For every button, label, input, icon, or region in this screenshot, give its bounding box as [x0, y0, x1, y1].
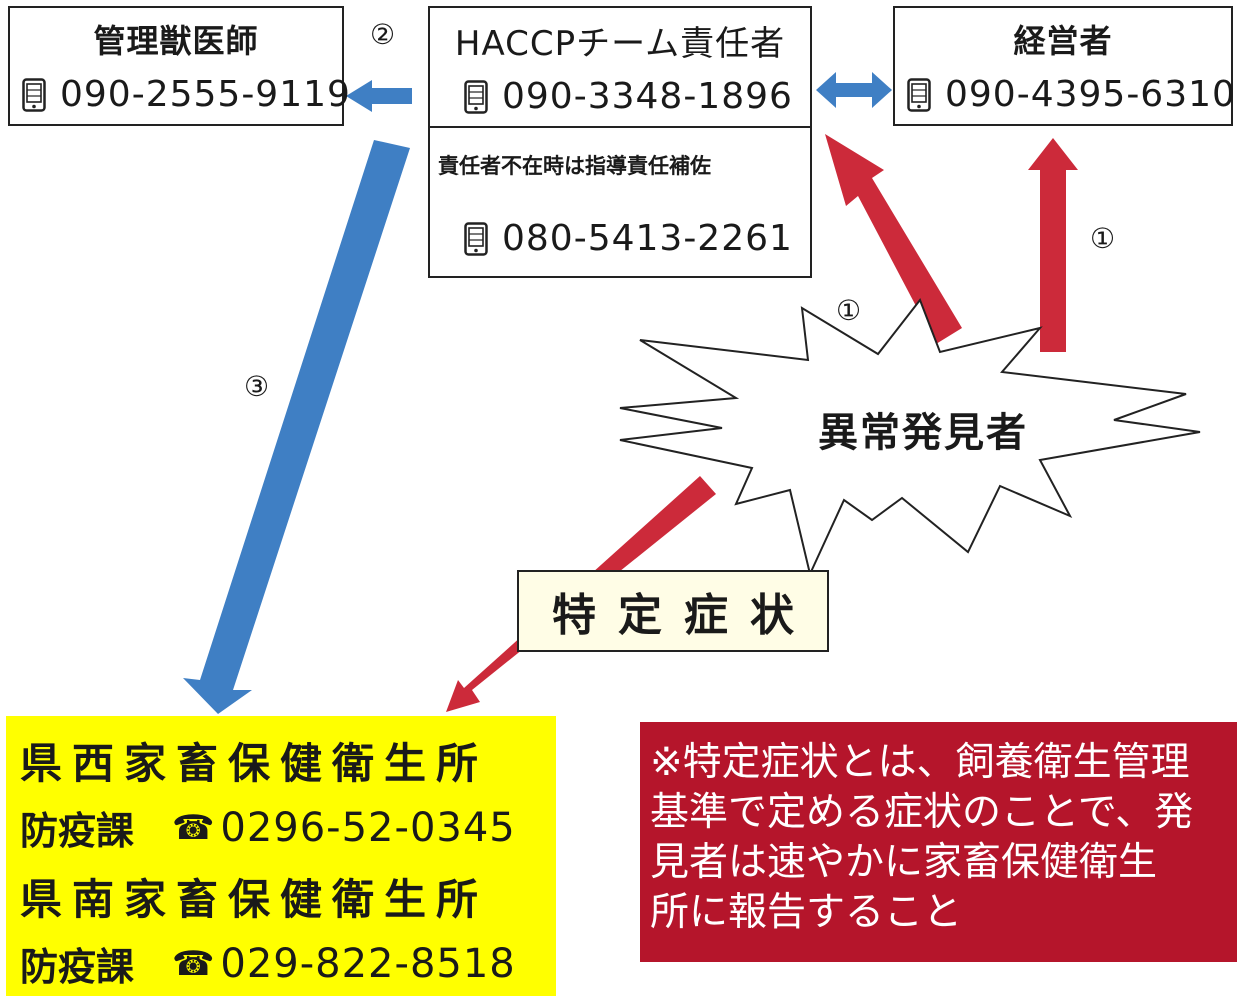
telephone-icon: ☎ [172, 807, 215, 848]
vet-box: 管理獣医師 090-2555-9119 [8, 6, 350, 126]
arrow-haccp-owner-double [816, 72, 892, 108]
specific-symptom-note-box: ※特定症状とは、飼養衛生管理 基準で定める症状のことで、発 見者は速やかに家畜保… [640, 722, 1237, 962]
mobile-phone-icon [22, 77, 46, 112]
office-kensei-phone: 0296-52-0345 [220, 804, 516, 851]
mobile-phone-icon [907, 77, 931, 112]
haccp-phone: 090-3348-1896 [502, 76, 793, 117]
office-kensei-dept: 防疫課 [20, 809, 135, 853]
finder-starburst [619, 297, 1201, 578]
office-kennan-phone: 029-822-8518 [220, 940, 516, 987]
office-kennan-contact: 防疫課 ☎ 029-822-8518 [20, 936, 516, 991]
haccp-deputy-phone: 080-5413-2261 [502, 218, 793, 259]
arrow-haccp-to-office [183, 140, 410, 714]
owner-box: 経営者 090-4395-6310 [893, 6, 1236, 126]
arrow-finder-to-haccp [825, 134, 962, 344]
owner-phone-row: 090-4395-6310 [907, 74, 1236, 115]
owner-phone: 090-4395-6310 [945, 74, 1236, 115]
vet-phone: 090-2555-9119 [60, 74, 351, 115]
office-kennan-dept: 防疫課 [20, 945, 135, 989]
step-one-haccp-marker: ① [836, 294, 862, 327]
step-one-owner-marker: ① [1090, 222, 1116, 255]
livestock-office-box: 県西家畜保健衛生所 防疫課 ☎ 0296-52-0345 県南家畜保健衛生所 防… [6, 716, 556, 996]
specific-symptom-box: 特定症状 [517, 570, 829, 652]
mobile-phone-icon [464, 221, 488, 256]
owner-title: 経営者 [1013, 22, 1113, 60]
specific-symptom-note: ※特定症状とは、飼養衛生管理 基準で定める症状のことで、発 見者は速やかに家畜保… [650, 740, 1194, 935]
haccp-deputy-note: 責任者不在時は指導責任補佐 [438, 154, 711, 178]
arrow-haccp-to-vet [346, 80, 412, 112]
telephone-icon: ☎ [172, 943, 215, 984]
haccp-deputy-phone-row: 080-5413-2261 [464, 218, 793, 259]
step-three-marker: ③ [244, 370, 270, 403]
step-two-marker: ② [370, 18, 396, 51]
office-kennan-name: 県南家畜保健衛生所 [20, 875, 489, 924]
arrow-finder-to-owner [1028, 138, 1078, 352]
haccp-box: HACCPチーム責任者 090-3348-1896 責任者不在時は指導責任補佐 … [428, 6, 812, 278]
specific-symptom-label: 特定症状 [552, 590, 816, 641]
office-kensei-name: 県西家畜保健衛生所 [20, 739, 489, 788]
finder-label: 異常発見者 [818, 410, 1028, 456]
mobile-phone-icon [464, 79, 488, 114]
haccp-title: HACCPチーム責任者 [454, 24, 786, 64]
haccp-divider [430, 126, 810, 128]
vet-phone-row: 090-2555-9119 [22, 74, 351, 115]
office-kensei-contact: 防疫課 ☎ 0296-52-0345 [20, 800, 516, 855]
vet-title: 管理獣医師 [93, 22, 259, 60]
haccp-phone-row: 090-3348-1896 [464, 76, 793, 117]
